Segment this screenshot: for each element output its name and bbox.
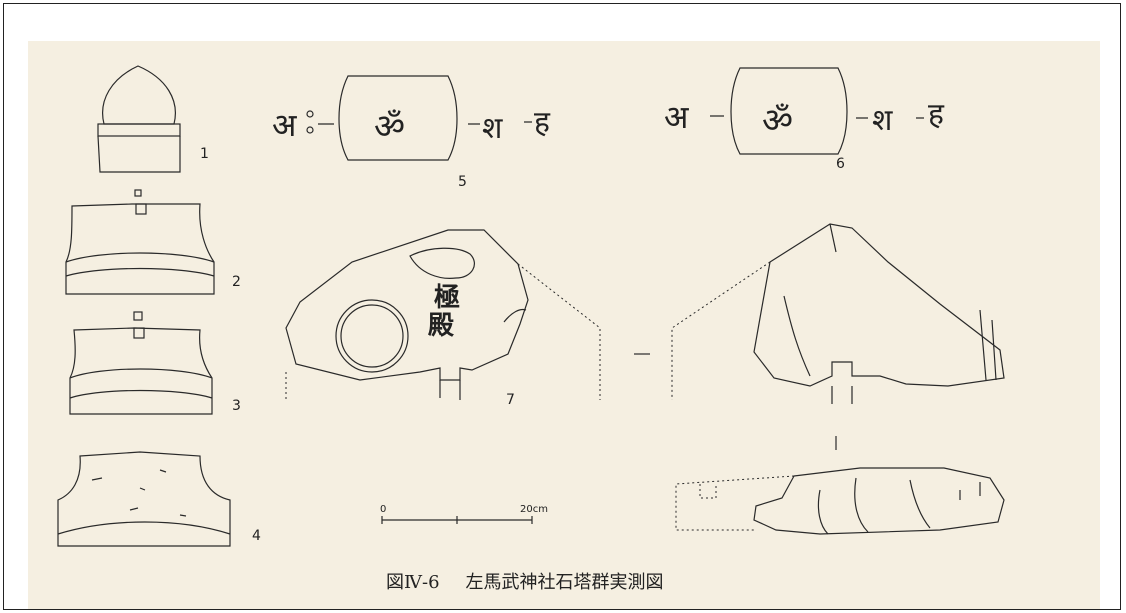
siddham-char: ॐ (374, 107, 405, 147)
scale-bar: 0 20cm (380, 504, 548, 524)
figure-title: 左馬武神社石塔群実測図 (465, 572, 664, 593)
label-6: 6 (836, 156, 845, 172)
siddham-char: ॐ (762, 101, 793, 141)
inscription-char: 極 (434, 283, 460, 313)
label-3: 3 (232, 398, 241, 414)
label-1: 1 (200, 146, 209, 162)
siddham-char: श (482, 111, 503, 146)
label-2: 2 (232, 274, 241, 290)
figure-number: 図Ⅳ-6 (386, 572, 440, 593)
stone-1-drawing (97, 65, 181, 173)
scale-end: 20cm (520, 504, 548, 515)
figure-frame (3, 3, 1121, 610)
stone-5-drawing: ॐ अ श ह (272, 75, 551, 161)
siddham-char: ह (534, 105, 551, 140)
siddham-char: अ (272, 106, 297, 144)
label-7: 7 (506, 392, 515, 408)
label-4: 4 (252, 528, 261, 544)
siddham-char: ह (928, 97, 945, 132)
stone-3-drawing (69, 311, 213, 415)
stone-4-drawing (57, 451, 231, 547)
siddham-char: श (872, 103, 893, 138)
inscription-char: 殿 (427, 311, 454, 341)
scale-start: 0 (380, 504, 386, 515)
stone-7-side-drawing (671, 223, 1005, 450)
label-5: 5 (458, 174, 467, 190)
stone-7-front-drawing: 極 殿 (285, 229, 601, 402)
figure-caption: 図Ⅳ-6 左馬武神社石塔群実測図 (386, 568, 664, 594)
stone-2-drawing (65, 189, 215, 295)
stone-6-drawing: ॐ अ श ह (664, 67, 945, 155)
siddham-char: अ (664, 98, 689, 136)
stone-7-bottom-drawing (675, 467, 1005, 535)
